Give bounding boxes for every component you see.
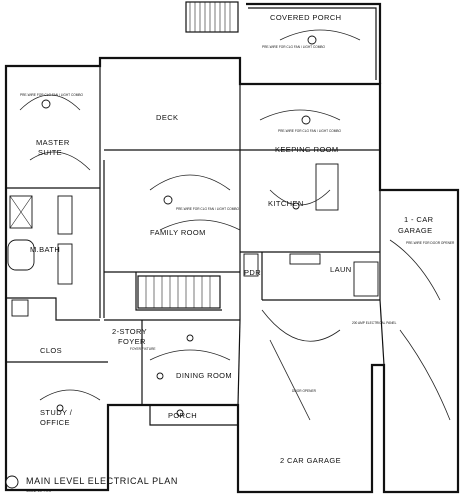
label-m-bath: M.BATH — [30, 245, 60, 254]
label-master-2: SUITE — [38, 148, 62, 157]
bath-fixtures — [7, 195, 73, 317]
note-master-fan: PRE-WIRE FOR CLG FAN / LIGHT COMBO — [20, 93, 84, 97]
interior-stair — [137, 275, 221, 309]
label-laun: LAUN — [330, 265, 352, 274]
note-porch-fan: PRE-WIRE FOR CLG FAN / LIGHT COMBO — [262, 45, 326, 49]
label-master-1: MASTER — [36, 138, 70, 147]
label-one-car-2: GARAGE — [398, 226, 433, 235]
label-keeping-room: KEEPING ROOM — [275, 145, 339, 154]
label-covered-porch: COVERED PORCH — [270, 13, 341, 22]
label-study-1: STUDY / — [40, 408, 73, 417]
ceiling-fixtures — [41, 35, 317, 417]
title-block: MAIN LEVEL ELECTRICAL PLAN SCALE: 1/8" =… — [5, 475, 178, 493]
label-dining-room: DINING ROOM — [176, 371, 232, 380]
plan-title: MAIN LEVEL ELECTRICAL PLAN — [26, 476, 178, 486]
plan-scale: SCALE: 1/8" = 1'-0" — [26, 489, 52, 493]
label-two-car-garage: 2 CAR GARAGE — [280, 456, 341, 465]
label-study-2: OFFICE — [40, 418, 70, 427]
note-garage-door: PRE-WIRE FOR DOOR OPENER — [406, 241, 455, 245]
note-panel: 200 AMP ELECTRICAL PANEL — [352, 321, 397, 325]
label-family-room: FAMILY ROOM — [150, 228, 206, 237]
note-foyer-fixture: FOYER FIXTURE — [130, 347, 156, 351]
wiring-runs — [19, 29, 451, 421]
label-one-car-1: 1 - CAR — [404, 215, 434, 224]
label-foyer-1: 2-STORY — [112, 327, 147, 336]
note-garage-door-2: DOOR OPENER — [292, 389, 317, 393]
label-foyer-2: FOYER — [118, 337, 146, 346]
label-pdr: PDR — [244, 268, 261, 277]
exterior-stair — [185, 1, 239, 33]
label-porch: PORCH — [168, 411, 197, 420]
note-family-fan: PRE-WIRE FOR CLG FAN / LIGHT COMBO — [176, 207, 240, 211]
label-deck: DECK — [156, 113, 178, 122]
kitchen-fixtures — [243, 163, 379, 297]
interior-walls — [6, 66, 385, 426]
label-kitchen: KITCHEN — [268, 199, 304, 208]
exterior-walls — [4, 2, 460, 494]
label-clos: CLOS — [40, 346, 62, 355]
note-keeping-fan: PRE-WIRE FOR CLG FAN / LIGHT COMBO — [278, 129, 342, 133]
